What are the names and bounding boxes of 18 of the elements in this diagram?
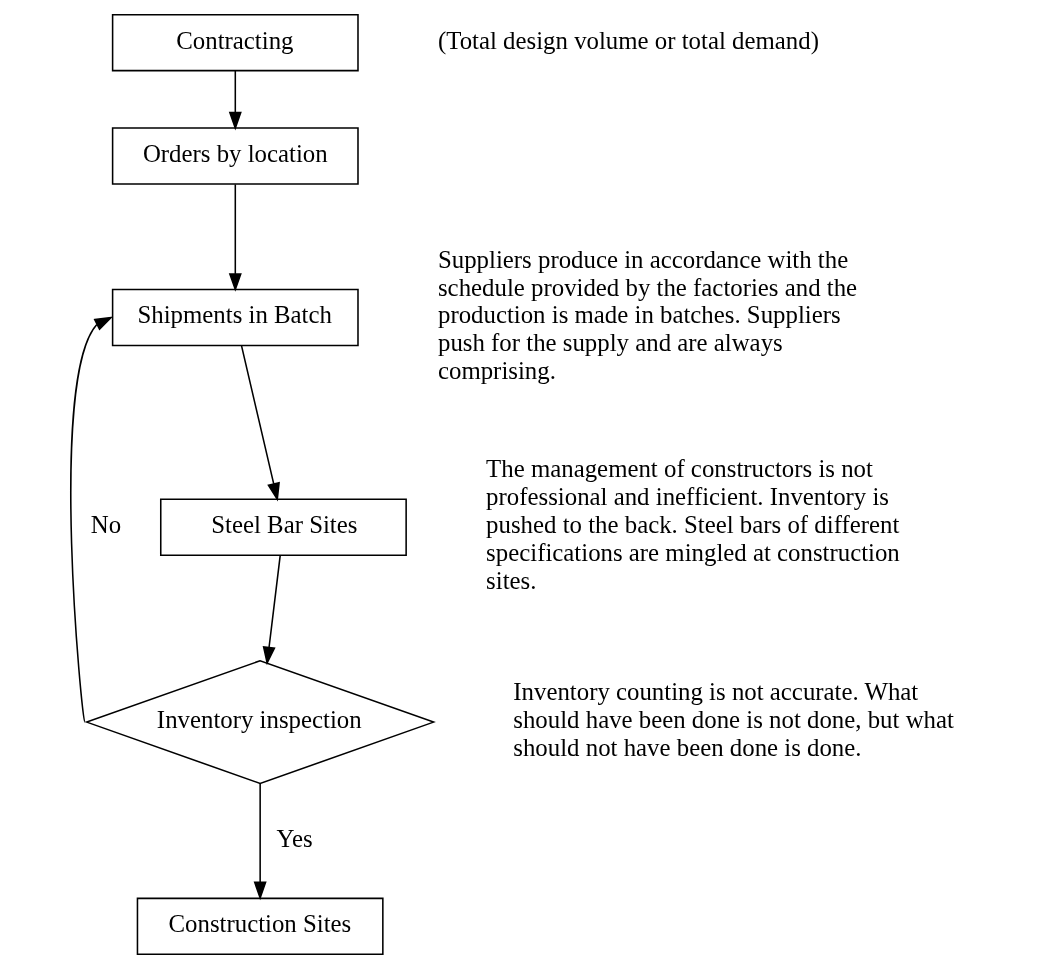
node-label: Suppliers produce in accordance with the schedule provided by the factories and the production is made in batches. Suppliers push for the supply and are always comprising. [437, 245, 858, 385]
arrow [228, 183, 242, 292]
node-box: Steel Bar Sites [159, 498, 407, 556]
node-label: Inventory counting is not accurate. What should have been done is not done, but what should not have been done is done. [513, 678, 954, 761]
node-box: Orders by location [111, 127, 359, 185]
node-diamond: Inventory inspection [84, 659, 436, 785]
node-box: Contracting [111, 13, 359, 72]
arrow [253, 782, 267, 901]
edge-label: No [90, 511, 122, 539]
arrow [70, 316, 114, 723]
node-label: The management of constructors is not professional and inefficient. Inventory is pushed to the back. Steel bars of different specifications are mingled at construction sites. [486, 455, 900, 595]
node-box: Shipments in Batch [111, 288, 359, 347]
node-box: Construction Sites [136, 897, 384, 956]
node-label: (Total design volume or total demand) [437, 26, 819, 54]
arrow [228, 70, 242, 131]
arrow [240, 344, 280, 502]
edge-label: Yes [276, 824, 313, 852]
arrow [262, 554, 281, 666]
